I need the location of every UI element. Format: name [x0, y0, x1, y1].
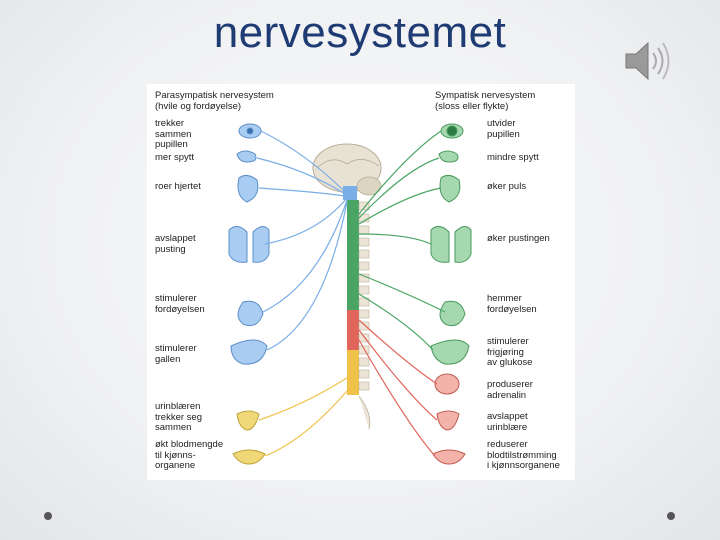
left-label-bladder: urinblæren trekker seg sammen — [155, 401, 202, 433]
right-label-lungs: øker pustingen — [487, 233, 550, 244]
right-label-bladder: avslappet urinblære — [487, 411, 528, 433]
left-label-pupil: trekker sammen pupillen — [155, 118, 192, 150]
left-label-saliva: mer spytt — [155, 152, 195, 163]
lumbar-nerves — [358, 319, 438, 457]
right-label-adrenal: produserer adrenalin — [487, 379, 533, 401]
right-label-saliva: mindre spytt — [487, 152, 539, 163]
right-organs — [430, 123, 472, 365]
sympathetic-nerves — [358, 130, 446, 351]
spinal-column — [347, 200, 371, 430]
right-label-pupil: utvider pupillen — [487, 118, 520, 140]
left-label-gallbladder: stimulerer gallen — [155, 343, 197, 365]
sacral-nerves — [258, 373, 354, 457]
slide-title: nervesystemet — [213, 8, 507, 57]
parasympathetic-header: Parasympatisk nervesystem (hvile og ford… — [155, 90, 274, 112]
right-label-digestion: hemmer fordøyelsen — [487, 293, 537, 315]
diagram-drawing — [228, 123, 472, 465]
left-label-digestion: stimulerer fordøyelsen — [155, 293, 205, 315]
right-lower-organs — [432, 373, 466, 465]
nervous-system-diagram: Parasympatisk nervesystem (hvile og ford… — [147, 84, 575, 480]
right-label-heart: øker puls — [487, 181, 527, 192]
right-label-genitals: reduserer blodtilstrømming i kjønnsorgan… — [487, 439, 560, 471]
left-label-genitals: økt blodmengde til kjønns- organene — [155, 439, 224, 471]
corner-bullet-right — [667, 512, 675, 520]
left-pelvic-organs — [232, 410, 266, 465]
speaker-audio-icon[interactable] — [622, 38, 674, 84]
parasympathetic-nerves — [256, 130, 348, 351]
left-label-heart: roer hjertet — [155, 181, 201, 192]
right-label-liver: stimulerer frigjøring av glukose — [487, 336, 533, 368]
sympathetic-header: Sympatisk nervesystem (sloss eller flykt… — [435, 90, 536, 112]
corner-bullet-left — [44, 512, 52, 520]
left-label-lungs: avslappet pusting — [155, 233, 196, 255]
left-organs — [228, 123, 270, 365]
